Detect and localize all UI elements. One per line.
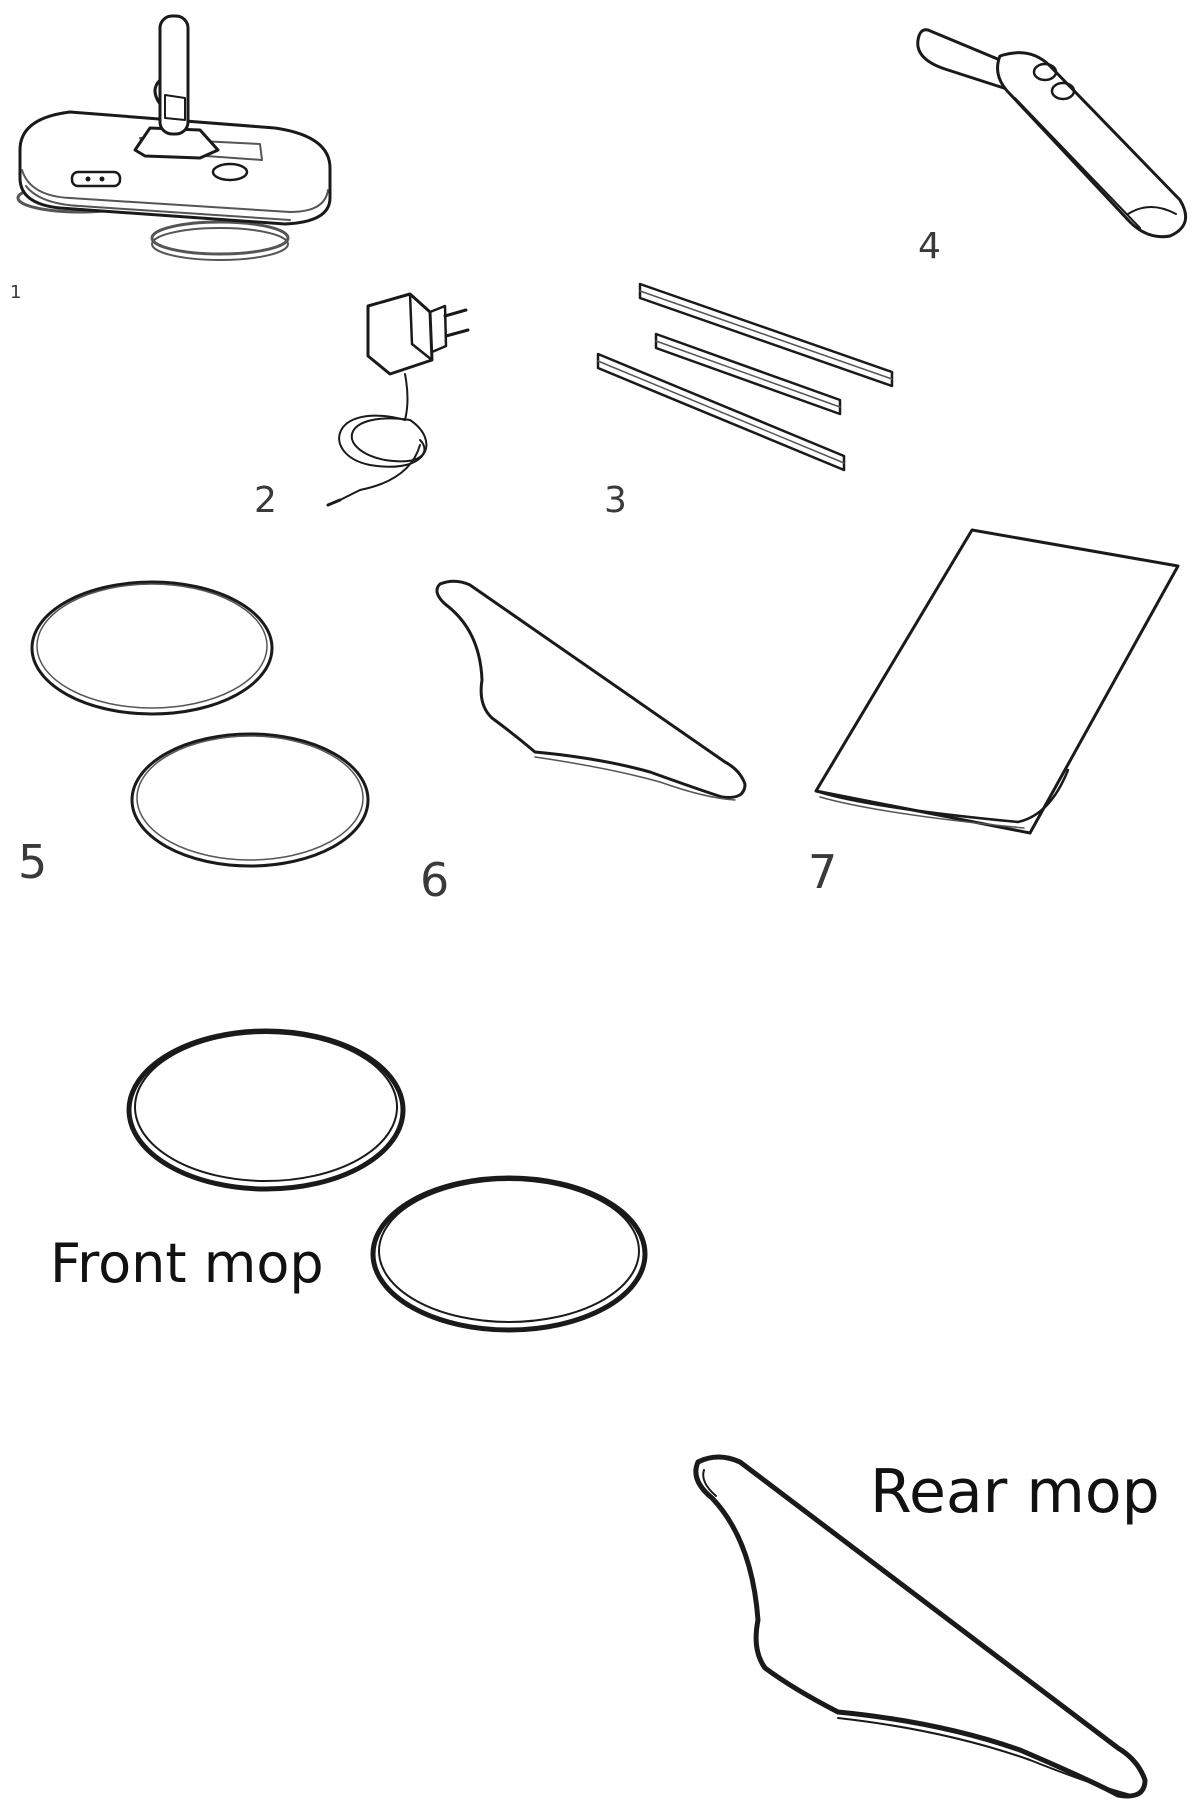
part-number-6: 6 — [420, 853, 449, 907]
front-mop-label: Front mop — [50, 1232, 324, 1295]
main-unit-illustration — [16, 14, 332, 261]
rear-mop-label: Rear mop — [870, 1457, 1160, 1527]
part-number-5: 5 — [18, 835, 47, 889]
rear-mop-enlarged — [693, 1454, 1148, 1799]
part-number-4: 4 — [918, 226, 941, 267]
part-number-1: 1 — [10, 282, 21, 303]
power-adapter-illustration — [326, 292, 470, 507]
round-mop-pads-illustration — [30, 580, 370, 868]
part-number-7: 7 — [808, 845, 837, 899]
triangular-pad-illustration — [435, 579, 747, 801]
handle-illustration — [916, 28, 1188, 239]
front-mop-enlarged — [126, 1028, 648, 1333]
strips-illustration — [596, 282, 894, 472]
manual-illustration — [814, 528, 1180, 835]
part-number-3: 3 — [604, 480, 627, 521]
part-number-2: 2 — [254, 480, 277, 521]
